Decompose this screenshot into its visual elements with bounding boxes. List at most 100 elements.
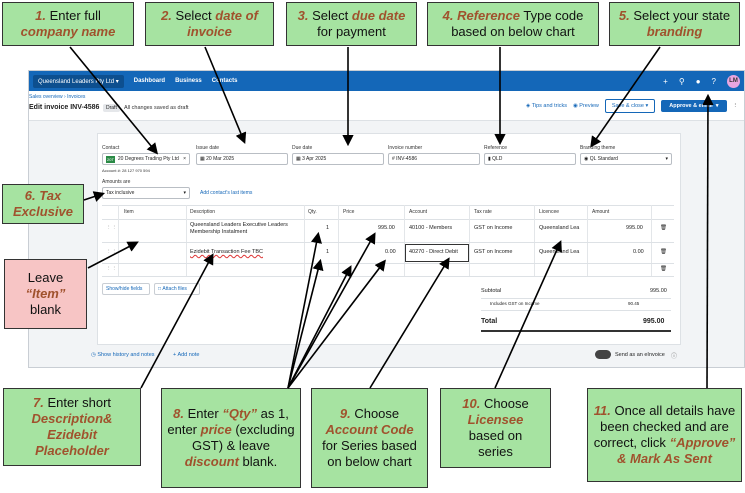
callout-number: 10. xyxy=(462,396,481,411)
plus-icon[interactable]: + xyxy=(663,76,668,86)
history-link[interactable]: ◷ Show history and notes xyxy=(91,352,155,358)
row2-account: 40270 - Direct Debit xyxy=(409,249,458,255)
callout-text: Once all details have been checked and a… xyxy=(593,403,736,450)
drag-handle-icon[interactable]: ⋮⋮ xyxy=(106,225,117,231)
clear-icon[interactable]: × xyxy=(183,156,186,162)
attach-files-button[interactable]: □ Attach files xyxy=(154,283,200,295)
delete-row-icon[interactable]: 🗑 xyxy=(660,225,667,231)
add-note-link[interactable]: + Add note xyxy=(173,352,200,358)
issue-date-field[interactable]: ▦ 20 Mar 2025 xyxy=(196,153,288,165)
callout-text-post: for Series based on below chart xyxy=(322,438,417,469)
callout-emphasis: price xyxy=(200,422,232,437)
add-note-label: Add note xyxy=(177,352,200,358)
arrow-to-price-1 xyxy=(287,259,386,389)
tips-link[interactable]: ◈ Tips and tricks xyxy=(526,103,567,109)
invoice-number-label: Invoice number xyxy=(388,145,423,151)
contact-field[interactable]: 20T 20 Degrees Trading Pty Ltd × xyxy=(102,153,190,165)
preview-link[interactable]: ◉ Preview xyxy=(572,103,599,109)
callout-text-post: Type code based on below chart xyxy=(451,8,584,39)
col-line xyxy=(587,205,588,276)
callout-text: (excluding GST) & leave xyxy=(191,422,295,453)
einvoice-label: Send as an eInvoice xyxy=(615,352,665,358)
row1-account[interactable]: 40100 - Members xyxy=(409,225,453,231)
callout-text-post: based on series xyxy=(468,428,523,459)
branding-value: QL Standard xyxy=(589,156,618,162)
arrow-to-branding xyxy=(590,46,661,148)
callout-text: Select your state xyxy=(633,8,731,23)
arrow-to-issue-date xyxy=(204,46,247,144)
calendar-icon: ▦ xyxy=(200,156,207,162)
callout-text: blank. xyxy=(242,454,278,469)
row1-amount: 995.00 xyxy=(626,225,643,231)
total-underline xyxy=(481,330,671,332)
nav-dashboard[interactable]: Dashboard xyxy=(133,78,166,84)
callout-text: Select xyxy=(312,8,349,23)
footer-bar: ◷ Show history and notes + Add note Send… xyxy=(29,347,744,367)
help-icon[interactable]: ? xyxy=(711,76,716,86)
amounts-label: Amounts are xyxy=(102,179,131,185)
callout-item-blank: Leave “Item” blank xyxy=(4,259,87,329)
bookmark-icon: ▮ xyxy=(488,156,493,162)
row2-tax-rate[interactable]: GST on Income xyxy=(474,249,513,255)
breadcrumb[interactable]: Sales overview › Invoices xyxy=(29,94,86,100)
page-title: Edit invoice INV-4586 xyxy=(29,104,100,111)
row1-licencee[interactable]: Queensland Lea xyxy=(539,225,580,231)
branding-select[interactable]: ◉ QL Standard▾ xyxy=(580,153,672,165)
due-date-field[interactable]: ▦ 3 Apr 2025 xyxy=(292,153,384,165)
col-line xyxy=(118,205,119,276)
issue-date-value: 20 Mar 2025 xyxy=(206,156,235,162)
callout-emphasis: “Approve” & Mark As Sent xyxy=(617,435,736,466)
info-icon: ⓘ xyxy=(671,354,678,360)
row2-price[interactable]: 0.00 xyxy=(385,249,396,255)
row2-account-select[interactable]: 40270 - Direct Debit xyxy=(405,244,469,262)
row1-qty[interactable]: 1 xyxy=(326,225,330,231)
arrow-to-qty-1 xyxy=(287,258,324,389)
delete-row-icon[interactable]: 🗑 xyxy=(660,266,667,272)
row2-description[interactable]: Ezidebit Transaction Fee TBC xyxy=(190,249,263,255)
callout-qty-price: 8. Enter “Qty” as 1, enter price (exclud… xyxy=(161,388,301,488)
einvoice-toggle[interactable] xyxy=(595,350,611,359)
row2-qty[interactable]: 1 xyxy=(326,249,330,255)
nav-business[interactable]: Business xyxy=(175,78,202,84)
tips-label: Tips and tricks xyxy=(531,103,567,109)
search-icon[interactable]: ⚲ xyxy=(678,76,685,86)
more-icon[interactable]: ⋮ xyxy=(732,103,739,109)
arrow-to-price-2 xyxy=(287,232,376,389)
show-hide-label: Show/hide fields xyxy=(106,286,143,292)
arrow-to-description xyxy=(140,253,214,389)
contact-value: 20 Degrees Trading Pty Ltd xyxy=(117,156,179,162)
column-header-description: Description xyxy=(190,209,216,215)
invoice-number-field[interactable]: # INV-4586 xyxy=(388,153,480,165)
callout-number: 2. xyxy=(161,8,172,23)
column-header-amount: Amount xyxy=(592,209,610,215)
save-close-label: Save & close xyxy=(611,103,644,109)
avatar[interactable]: LM xyxy=(727,74,740,88)
bell-icon[interactable]: ● xyxy=(695,76,701,86)
show-hide-fields-button[interactable]: Show/hide fields xyxy=(102,283,150,295)
col-line xyxy=(304,205,305,276)
callout-number: 3. xyxy=(297,8,309,23)
delete-row-icon[interactable]: 🗑 xyxy=(660,249,667,255)
account-number: Account #: 28 127 970 594 xyxy=(102,168,150,173)
column-header-price: Price xyxy=(343,209,355,215)
callout-number: 5. xyxy=(618,8,630,23)
nav-contacts[interactable]: Contacts xyxy=(211,78,238,84)
callout-description: 7. Enter short Description& Ezidebit Pla… xyxy=(3,388,141,466)
drag-handle-icon[interactable]: ⋮⋮ xyxy=(106,249,117,255)
row1-description[interactable]: Queensland Leaders Executive Leaders Mem… xyxy=(190,222,288,235)
callout-number: 9. xyxy=(339,406,351,421)
row1-price[interactable]: 995.00 xyxy=(378,225,395,231)
approve-email-label: Approve & email xyxy=(669,103,713,109)
row1-tax-rate[interactable]: GST on Income xyxy=(474,225,513,231)
drag-handle-icon[interactable]: ⋮⋮ xyxy=(106,266,117,272)
callout-company-name: 1. Enter full company name xyxy=(2,2,134,46)
reference-field[interactable]: ▮ QLD xyxy=(484,153,576,165)
callout-text: Enter xyxy=(187,406,219,421)
history-label: Show history and notes xyxy=(97,352,155,358)
subtotal-value: 995.00 xyxy=(650,288,667,294)
col-line xyxy=(404,205,405,276)
callout-emphasis: Reference xyxy=(457,8,520,23)
callout-number: 11. xyxy=(593,403,611,418)
palette-icon: ◉ xyxy=(584,156,590,162)
add-last-items-link[interactable]: Add contact's last items xyxy=(200,190,253,196)
